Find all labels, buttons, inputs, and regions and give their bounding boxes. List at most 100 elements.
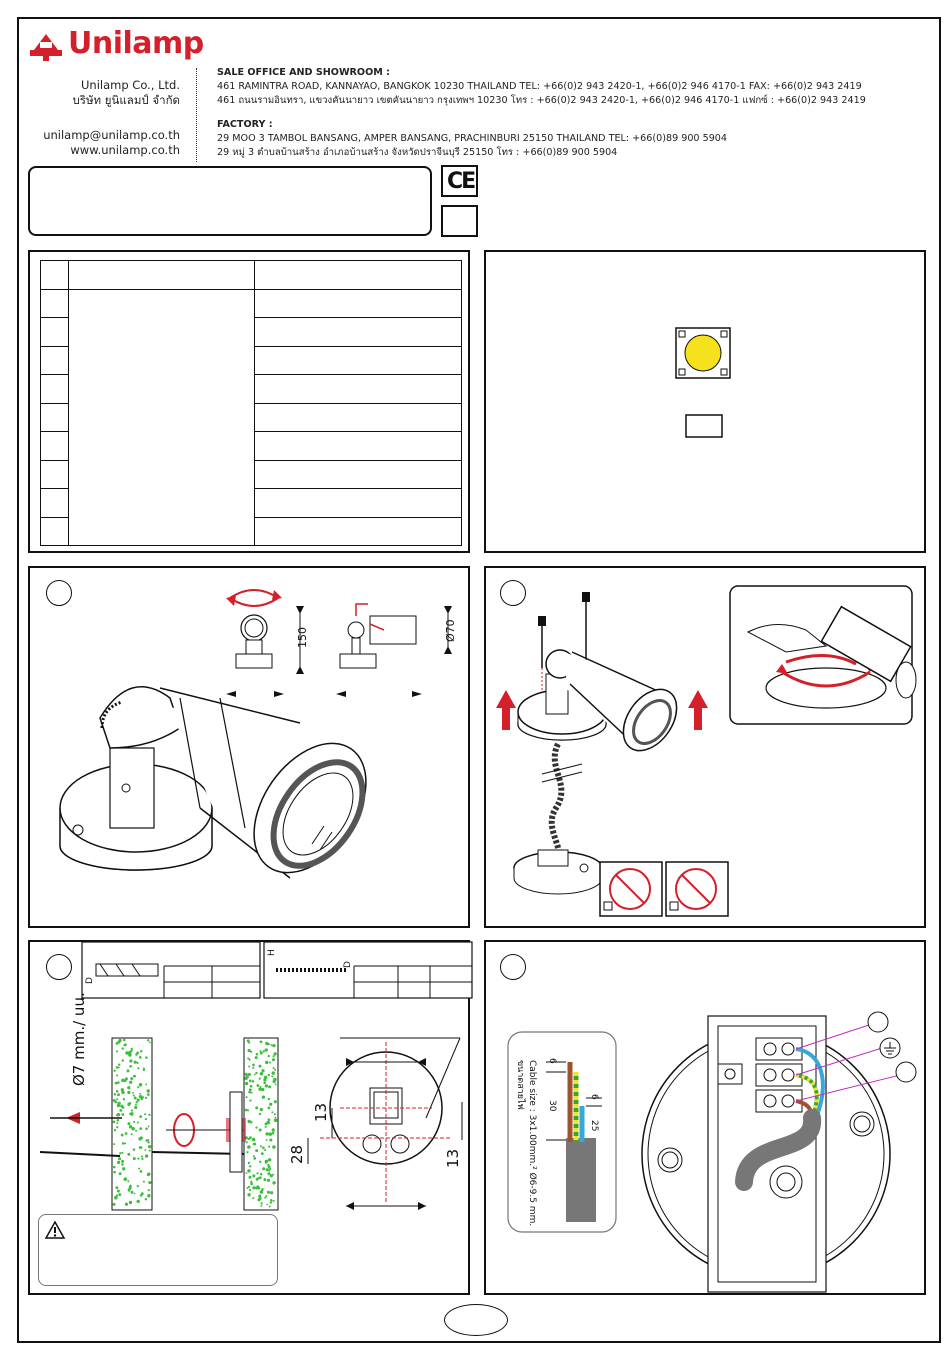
concrete-texture-dot (267, 1073, 271, 1077)
concrete-texture-dot (256, 1084, 260, 1087)
concrete-texture-dot (263, 1081, 266, 1085)
header-divider (196, 68, 197, 162)
concrete-texture-dot (258, 1112, 262, 1116)
concrete-texture-dot (139, 1115, 143, 1119)
concrete-texture-dot (262, 1146, 265, 1150)
spec-value-cell (254, 459, 462, 489)
concrete-texture-dot (251, 1080, 255, 1083)
concrete-texture-dot (252, 1186, 256, 1190)
concrete-texture-dot (255, 1126, 258, 1129)
concrete-texture-dot (130, 1047, 133, 1050)
concrete-texture-dot (249, 1084, 253, 1088)
concrete-texture-dot (129, 1064, 132, 1068)
concrete-texture-dot (113, 1069, 116, 1072)
concrete-texture-dot (144, 1198, 148, 1201)
concrete-texture-dot (259, 1107, 263, 1112)
concrete-texture-dot (117, 1063, 121, 1066)
concrete-texture-dot (251, 1137, 256, 1142)
spec-value-cell (254, 488, 462, 518)
concrete-texture-dot (129, 1059, 133, 1063)
concrete-texture-dot (262, 1050, 265, 1053)
company-name-th: บริษัท ยูนิแลมป์ จำกัด (72, 93, 180, 107)
concrete-texture-dot (257, 1186, 261, 1190)
concrete-texture-dot (142, 1068, 146, 1072)
concrete-texture-dot (267, 1190, 271, 1194)
concrete-texture-dot (248, 1058, 251, 1061)
spec-row-index-cell (40, 317, 69, 347)
concrete-texture-dot (250, 1050, 253, 1053)
concrete-texture-dot (264, 1148, 267, 1152)
concrete-texture-dot (141, 1157, 144, 1161)
concrete-texture-dot (259, 1160, 262, 1163)
concrete-texture-dot (247, 1119, 251, 1124)
spec-value-cell (254, 260, 462, 290)
concrete-texture-dot (255, 1149, 259, 1152)
concrete-texture-dot (267, 1158, 272, 1162)
spec-header-cell (68, 260, 255, 290)
concrete-texture-dot (247, 1169, 251, 1173)
concrete-texture-dot (260, 1202, 263, 1205)
concrete-texture-dot (147, 1125, 150, 1128)
ce-mark: CE (447, 169, 476, 194)
concrete-texture-dot (265, 1139, 268, 1141)
concrete-texture-dot (136, 1061, 139, 1064)
concrete-texture-dot (245, 1141, 248, 1144)
concrete-texture-dot (122, 1167, 126, 1171)
concrete-texture-dot (258, 1087, 262, 1091)
concrete-texture-dot (123, 1177, 128, 1182)
concrete-texture-dot (252, 1174, 256, 1178)
concrete-texture-dot (147, 1141, 150, 1144)
concrete-texture-dot (144, 1154, 149, 1158)
spec-row-index-cell (40, 260, 69, 290)
concrete-texture-dot (137, 1086, 140, 1089)
spec-value-cell (254, 402, 462, 432)
concrete-texture-dot (138, 1146, 141, 1149)
concrete-texture-dot (268, 1169, 271, 1172)
concrete-texture-dot (116, 1074, 119, 1077)
concrete-texture-dot (248, 1090, 251, 1094)
concrete-texture-dot (248, 1165, 252, 1168)
concrete-texture-dot (129, 1080, 133, 1084)
spec-value-cell (254, 345, 462, 375)
spec-row-index-cell (40, 345, 69, 375)
concrete-texture-dot (144, 1149, 147, 1151)
wiring-panel: ขนาดสายไฟ Cable size : 3x1.00mm.² Ø6-9.5… (484, 940, 926, 1295)
concrete-texture-dot (124, 1142, 127, 1145)
drill-offset-a: 13 (312, 1103, 330, 1122)
concrete-texture-dot (268, 1132, 273, 1136)
spec-description-cell (68, 288, 255, 546)
concrete-texture-dot (267, 1165, 271, 1169)
spec-row (40, 516, 462, 546)
concrete-texture-dot (136, 1121, 139, 1124)
screw-dim-d: D (343, 961, 353, 968)
spec-value-cell (254, 288, 462, 318)
concrete-texture-dot (121, 1090, 125, 1095)
concrete-texture-dot (249, 1136, 252, 1140)
led-chip-drawing (675, 327, 731, 438)
drill-offset-b: 28 (288, 1145, 306, 1164)
concrete-texture-dot (248, 1079, 252, 1083)
concrete-texture-dot (127, 1188, 131, 1192)
concrete-texture-dot (274, 1116, 277, 1119)
cable-size-th: ขนาดสายไฟ (515, 1060, 526, 1110)
concrete-texture-dot (262, 1167, 266, 1171)
concrete-texture-dot (138, 1083, 143, 1087)
brand-logo: Unilamp (28, 26, 228, 70)
spec-row (40, 260, 462, 290)
concrete-texture-dot (113, 1093, 117, 1096)
concrete-texture-dot (245, 1096, 248, 1099)
concrete-texture-dot (271, 1075, 274, 1078)
concrete-texture-dot (124, 1043, 127, 1046)
concrete-texture-dot (142, 1067, 145, 1070)
concrete-texture-dot (147, 1172, 151, 1176)
concrete-texture-dot (127, 1090, 131, 1095)
concrete-texture-dot (258, 1198, 262, 1201)
concrete-texture-dot (274, 1083, 277, 1086)
factory-address-en: 29 MOO 3 TAMBOL BANSANG, AMPER BANSANG, … (217, 133, 727, 144)
concrete-texture-dot (145, 1083, 148, 1086)
concrete-texture-dot (119, 1109, 123, 1112)
warning-triangle-icon (44, 1220, 66, 1239)
concrete-texture-dot (263, 1178, 267, 1182)
concrete-texture-dot (139, 1049, 143, 1053)
concrete-texture-dot (264, 1125, 267, 1128)
